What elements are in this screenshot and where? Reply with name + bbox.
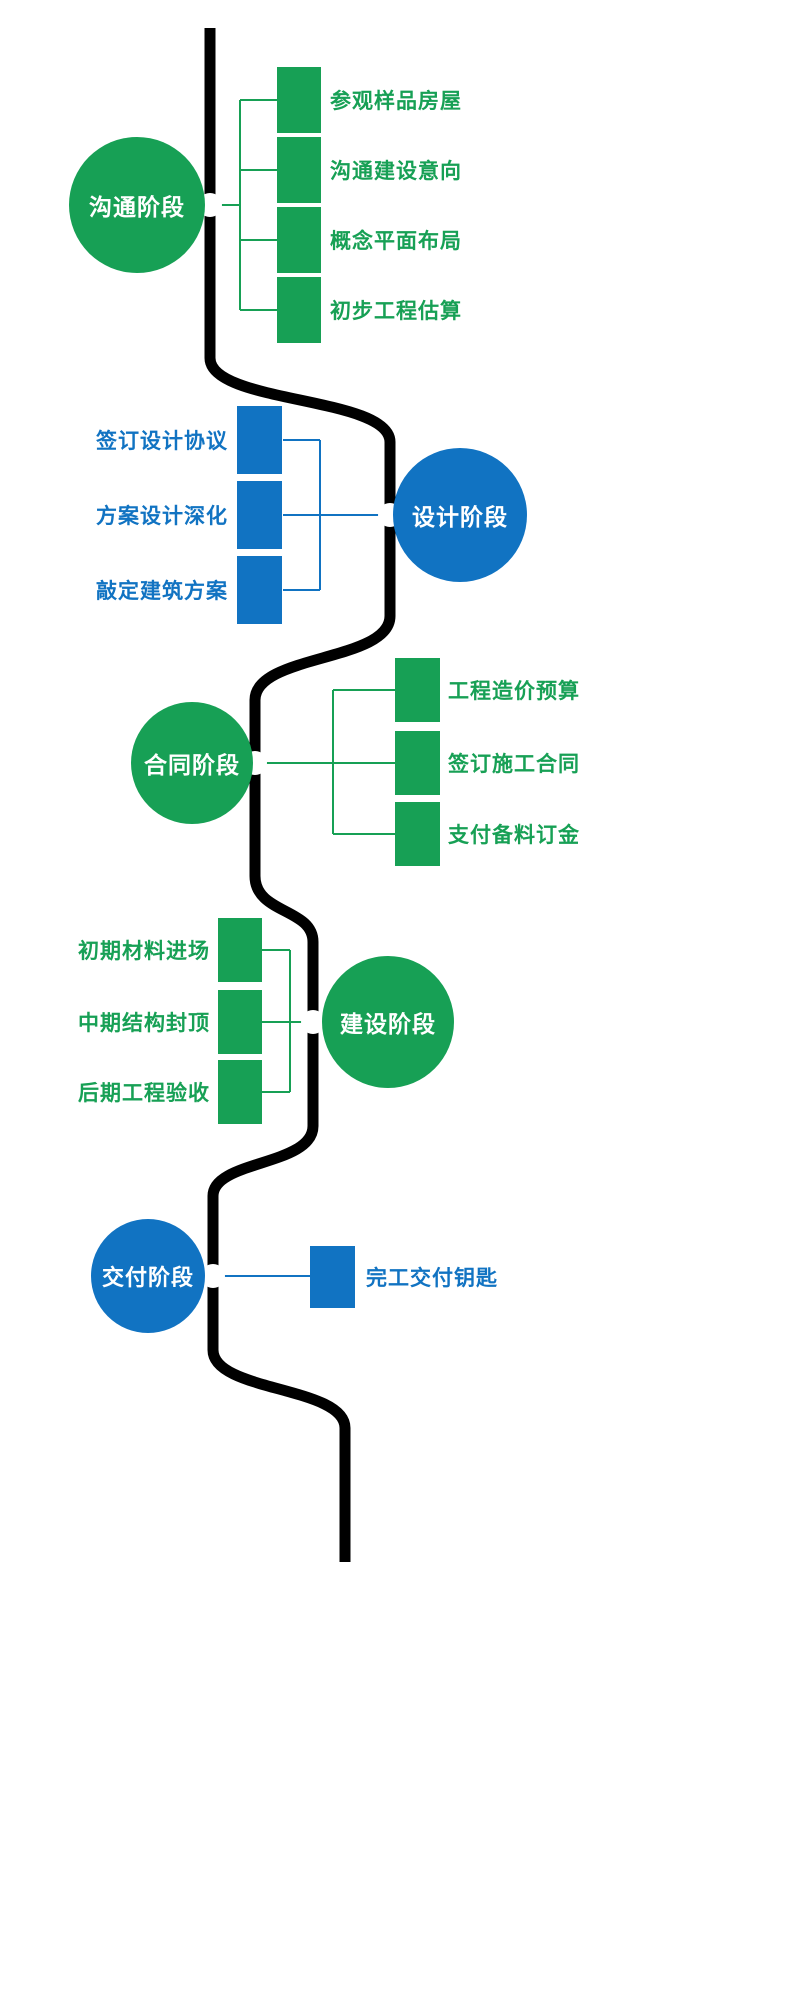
task-label: 参观样品房屋 (330, 89, 462, 113)
task-box (395, 658, 440, 722)
phase-circle-delivery: 交付阶段 (91, 1219, 205, 1333)
task-label: 后期工程验收 (78, 1081, 210, 1105)
task-box (218, 1060, 262, 1124)
task-label: 支付备料订金 (448, 823, 580, 847)
task-box (218, 990, 262, 1054)
task-label: 完工交付钥匙 (366, 1266, 498, 1290)
road-path (204, 28, 396, 1562)
task-box (310, 1246, 355, 1308)
task-label: 初步工程估算 (330, 299, 462, 323)
phase-circle-communication: 沟通阶段 (69, 137, 205, 273)
task-label: 概念平面布局 (330, 229, 462, 253)
phase-label: 沟通阶段 (89, 195, 185, 221)
task-box (218, 918, 262, 982)
connector-communication (210, 99, 277, 311)
task-label: 方案设计深化 (96, 504, 228, 528)
task-box (277, 277, 321, 343)
phase-label: 设计阶段 (412, 505, 508, 531)
phase-circle-design: 设计阶段 (393, 448, 527, 582)
phase-circle-construction: 建设阶段 (322, 956, 454, 1088)
phase-circle-contract: 合同阶段 (131, 702, 253, 824)
task-label: 中期结构封顶 (78, 1011, 210, 1035)
task-label: 沟通建设意向 (330, 159, 462, 183)
connector-design (283, 439, 390, 591)
task-box (277, 207, 321, 273)
task-label: 工程造价预算 (448, 679, 580, 703)
phase-label: 交付阶段 (101, 1266, 194, 1291)
task-box (277, 67, 321, 133)
task-box (395, 802, 440, 866)
task-box (395, 731, 440, 795)
task-box (277, 137, 321, 203)
junction-dot-construction (301, 1010, 325, 1034)
connector-contract (255, 689, 395, 835)
phase-label: 合同阶段 (144, 753, 240, 779)
task-label: 签订设计协议 (96, 429, 228, 453)
task-box (237, 481, 282, 549)
task-box (237, 556, 282, 624)
junction-dot-delivery (201, 1264, 225, 1288)
task-label: 初期材料进场 (78, 939, 210, 963)
phase-label: 建设阶段 (340, 1012, 436, 1038)
task-label: 签订施工合同 (448, 752, 580, 776)
task-label: 敲定建筑方案 (96, 579, 228, 603)
task-box (237, 406, 282, 474)
